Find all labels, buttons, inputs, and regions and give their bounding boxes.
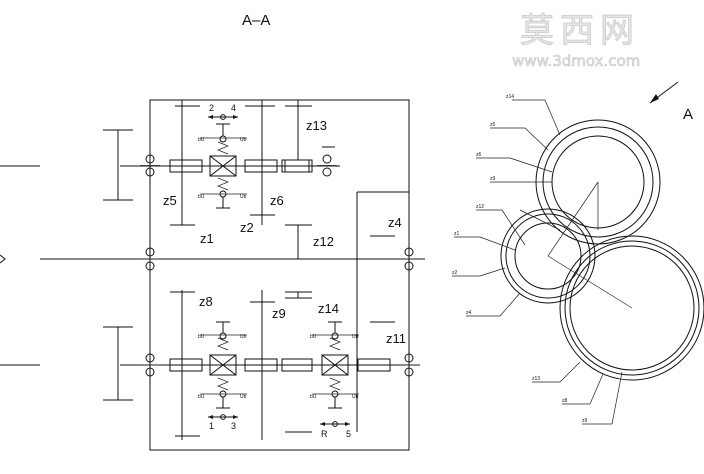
label-z6: z6	[270, 193, 284, 208]
label-z5: z5	[163, 193, 177, 208]
synchronizer-upper: bU Ub bU Ub	[198, 123, 247, 209]
circle-label-0: z14	[506, 94, 514, 100]
shift-label-1: 1	[209, 421, 214, 431]
label-z4: z4	[388, 215, 402, 230]
gears	[170, 105, 395, 437]
svg-text:bU: bU	[198, 334, 205, 340]
circle-label-2: z6	[476, 152, 482, 158]
label-z8: z8	[199, 294, 213, 309]
svg-text:bU: bU	[198, 394, 205, 400]
housing-frame	[149, 99, 410, 451]
watermark-url: www.3dmox.com	[512, 52, 640, 70]
shift-label-2: 2	[209, 103, 214, 113]
shift-label-R: R	[321, 429, 328, 439]
section-title: A–A	[242, 12, 270, 29]
shift-label-5: 5	[346, 429, 351, 439]
label-z14: z14	[318, 301, 339, 316]
shift-label-4: 4	[231, 103, 236, 113]
circle-label-5: z1	[454, 231, 460, 237]
synchronizer-lower-left: bU Ub bU Ub	[198, 321, 247, 409]
label-z13: z13	[306, 118, 327, 133]
gearbox-schematic: bU Ub bU Ub 2 4	[0, 99, 425, 451]
circle-label-1: z5	[490, 122, 496, 128]
watermark-chinese: 莫西网	[520, 11, 640, 51]
bearings	[140, 154, 419, 377]
svg-text:bU: bU	[198, 194, 205, 200]
circle-label-4: z12	[476, 204, 484, 210]
gear-circle-view: z14 z5 z6 z9 z12 z1 z2 z4 z13 z8 z9	[452, 94, 704, 425]
circle-label-6: z2	[452, 270, 458, 276]
svg-text:bU: bU	[198, 137, 205, 143]
label-z12: z12	[313, 234, 334, 249]
lower-shaft-gears	[169, 358, 391, 372]
svg-text:Ub: Ub	[240, 194, 247, 200]
shift-indicator-bottom-right: R 5	[320, 421, 351, 439]
svg-text:bU: bU	[310, 334, 317, 340]
shift-indicator-bottom-left: 1 3	[208, 414, 238, 431]
view-arrow: A	[649, 81, 693, 123]
view-arrow-label: A	[683, 106, 693, 123]
circle-label-3: z9	[490, 176, 496, 182]
upper-shaft-gears	[169, 159, 313, 173]
svg-text:Ub: Ub	[240, 394, 247, 400]
circle-label-10: z9	[582, 418, 588, 424]
label-z9: z9	[272, 306, 286, 321]
shift-label-3: 3	[231, 421, 236, 431]
circle-label-8: z13	[532, 376, 540, 382]
circle-label-7: z4	[466, 310, 472, 316]
svg-text:Ub: Ub	[240, 137, 247, 143]
shift-indicator-top: 2 4	[208, 103, 238, 120]
label-z11: z11	[386, 331, 406, 346]
svg-text:Ub: Ub	[240, 334, 247, 340]
svg-text:bU: bU	[310, 394, 317, 400]
label-z1: z1	[200, 231, 214, 246]
svg-text:Ub: Ub	[352, 394, 359, 400]
circle-label-9: z8	[562, 398, 568, 404]
svg-text:Ub: Ub	[352, 334, 359, 340]
label-z2: z2	[240, 220, 254, 235]
synchronizer-lower-right: bU Ub bU Ub	[310, 321, 359, 409]
